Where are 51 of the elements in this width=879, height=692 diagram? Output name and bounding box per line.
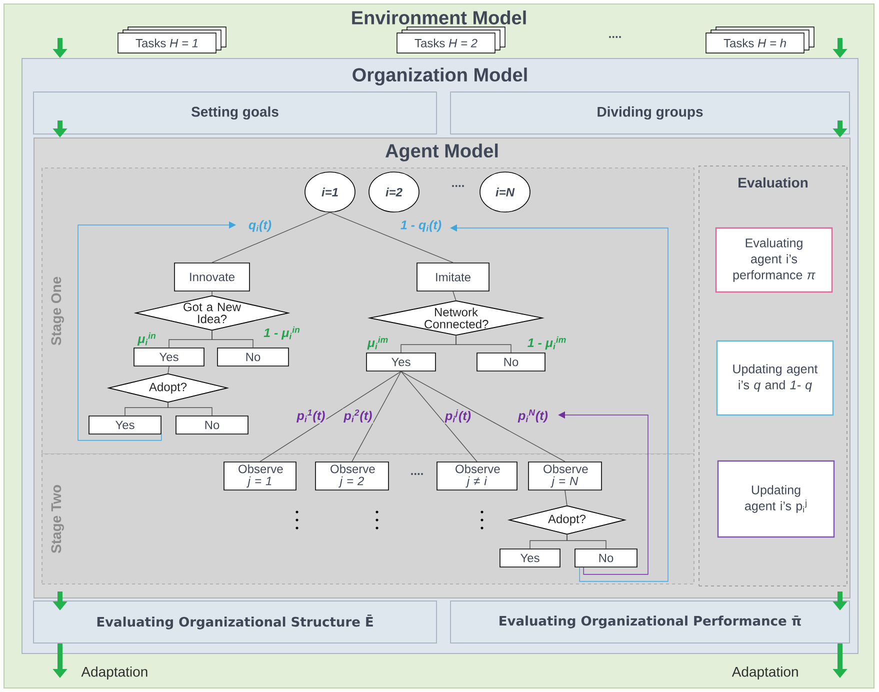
connector-line	[452, 291, 456, 302]
connector-line	[212, 330, 254, 348]
outcome-box: No	[476, 352, 546, 372]
ellipsis: ....	[609, 36, 621, 38]
process-box: Observe j = 1	[224, 462, 296, 490]
connector-line	[352, 371, 402, 462]
edge-label: q$_{i}$(t)	[247, 219, 273, 233]
connector-line	[564, 490, 568, 506]
process-box: Observe j ≠ i	[436, 462, 518, 490]
ellipsis: ....	[411, 473, 423, 475]
task-stack: Tasks H = 2	[396, 26, 506, 54]
edge-label: Adaptation	[730, 665, 800, 681]
outcome-box: No	[574, 548, 638, 568]
connector-line	[456, 334, 512, 353]
model-bar: Evaluating Organizational Structure Ē	[33, 600, 437, 644]
edge-label: p$_{i}$$^{1}$(t)	[296, 408, 326, 424]
connector-line	[400, 371, 478, 462]
outcome-box: Yes	[88, 416, 162, 434]
edge-label: Adaptation	[80, 665, 150, 681]
edge-label: p$_{i}$$^{N}$(t)	[517, 408, 549, 424]
process-box: Imitate	[416, 262, 490, 292]
model-bar: Dividing groups	[450, 92, 850, 134]
connector-line	[566, 534, 606, 549]
edge-label: p$_{i}$$^{2}$(t)	[342, 408, 374, 424]
connector-line	[400, 371, 566, 462]
model-bar: Evaluating Organizational Performance π̄	[450, 600, 850, 644]
edge-label: p$_{i}$$^{j}$(t)	[444, 408, 472, 424]
outcome-box: Yes	[500, 548, 560, 568]
connector-line	[168, 402, 212, 416]
connector-line	[168, 366, 170, 374]
outcome-box: Yes	[366, 352, 436, 372]
process-box: Observe j = N	[528, 462, 602, 490]
outcome-box: Yes	[134, 348, 204, 366]
task-stack: Tasks H = h	[706, 26, 814, 54]
ellipsis: ....	[452, 185, 464, 187]
connector-line	[330, 212, 454, 263]
evaluation-box: Updating agent i’s q and 1- q	[716, 340, 834, 416]
task-stack: Tasks H = 1	[118, 26, 226, 54]
connector-line	[260, 371, 402, 462]
edge-label: μ$_{i}$in	[136, 331, 158, 347]
process-box: Innovate	[174, 262, 250, 292]
evaluation-box: Evaluating agent i’s performance π	[715, 227, 833, 293]
edge-label: 1 - q$_{i}$(t)	[399, 219, 443, 233]
arrow	[78, 221, 236, 441]
model-bar: Setting goals	[33, 92, 437, 134]
process-box: Observe j = 2	[315, 462, 389, 490]
outcome-box: No	[176, 416, 248, 434]
evaluation-box: Updating agent i’s p$_{i}$j	[717, 460, 835, 538]
outcome-box: No	[217, 348, 289, 366]
connector-line	[212, 212, 330, 263]
edge-label: 1 - μ$_{i}$im	[526, 335, 568, 351]
